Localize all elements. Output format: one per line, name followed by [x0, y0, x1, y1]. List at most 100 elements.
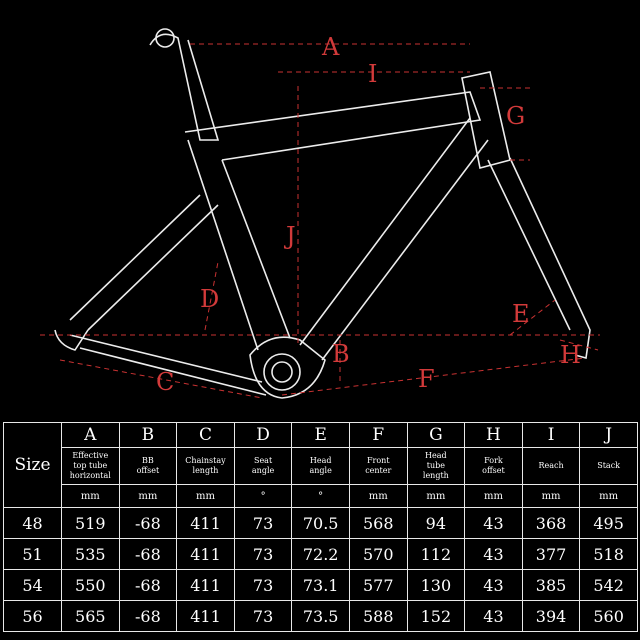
value-cell: 518 — [579, 538, 638, 570]
dimension-lines — [40, 43, 600, 399]
desc-line: top tube — [73, 461, 108, 470]
col-letter: G — [406, 422, 466, 448]
frame-geometry-diagram: A B C D E F G H I J — [40, 28, 600, 399]
col-desc: Front center — [348, 447, 408, 485]
label-f: F — [418, 365, 435, 393]
value-cell: 495 — [579, 507, 638, 539]
desc-line: offset — [482, 466, 505, 475]
value-cell: 542 — [579, 569, 638, 601]
header-unit-row: mm mm mm ° ° mm mm mm mm mm — [4, 484, 638, 508]
value-cell: 73 — [233, 569, 293, 601]
label-h: H — [560, 341, 581, 369]
label-i: I — [368, 60, 377, 88]
col-desc: BB offset — [118, 447, 178, 485]
value-cell: 550 — [61, 569, 120, 601]
col-letter: F — [348, 422, 408, 448]
value-cell: 73.1 — [291, 569, 350, 601]
col-desc: Stack — [579, 447, 638, 485]
desc-line: angle — [251, 466, 275, 475]
dimension-labels: A B C D E F G H I J — [156, 33, 581, 396]
desc-line: length — [192, 466, 219, 475]
size-cell: 54 — [3, 569, 62, 601]
col-letter: H — [464, 422, 523, 448]
value-cell: 152 — [406, 600, 466, 632]
col-desc: Chainstay length — [176, 447, 235, 485]
col-letter: D — [233, 422, 293, 448]
desc-line: Head — [425, 451, 447, 460]
value-cell: 385 — [521, 569, 581, 601]
size-cell: 56 — [3, 600, 62, 632]
value-cell: 43 — [464, 600, 523, 632]
col-desc: Head angle — [291, 447, 350, 485]
value-cell: 394 — [521, 600, 581, 632]
col-desc: Seat angle — [233, 447, 293, 485]
value-cell: 519 — [61, 507, 120, 539]
desc-line: Head — [309, 456, 332, 465]
col-unit: mm — [176, 484, 235, 508]
value-cell: 570 — [348, 538, 408, 570]
col-desc: Reach — [521, 447, 581, 485]
desc-line: Reach — [538, 461, 564, 470]
value-cell: 588 — [348, 600, 408, 632]
header-letter-row: Size A B C D E F G H I J — [3, 422, 638, 508]
desc-line: Chainstay — [185, 456, 226, 465]
col-unit: ° — [291, 484, 350, 508]
value-cell: 565 — [61, 600, 120, 632]
value-cell: -68 — [118, 600, 178, 632]
col-letter: E — [291, 422, 350, 448]
desc-line: Seat — [253, 456, 273, 465]
value-cell: -68 — [118, 569, 178, 601]
value-cell: 43 — [464, 538, 523, 570]
size-header: Size — [3, 422, 62, 508]
value-cell: 130 — [406, 569, 466, 601]
col-letter: A — [61, 422, 120, 448]
bike-frame-outline — [54, 28, 591, 399]
value-cell: 411 — [176, 569, 235, 601]
desc-line: center — [365, 466, 392, 475]
value-cell: 73 — [233, 538, 293, 570]
label-j: J — [283, 222, 296, 250]
value-cell: 43 — [464, 507, 523, 539]
value-cell: 411 — [176, 538, 235, 570]
desc-line: length — [422, 471, 449, 480]
col-unit: mm — [579, 484, 638, 508]
col-unit: mm — [406, 484, 466, 508]
desc-line: BB — [142, 456, 154, 465]
col-desc: Fork offset — [464, 447, 523, 485]
col-desc: Head tube length — [406, 447, 466, 485]
value-cell: 94 — [406, 507, 466, 539]
value-cell: 43 — [464, 569, 523, 601]
geometry-table: Size A B C D E F G H I J Effective top t… — [3, 422, 638, 632]
label-e: E — [512, 300, 530, 328]
value-cell: 411 — [176, 507, 235, 539]
col-unit: mm — [521, 484, 581, 508]
desc-line: offset — [136, 466, 160, 475]
label-d: D — [200, 285, 219, 313]
col-letter: B — [118, 422, 178, 448]
col-letter: J — [579, 422, 638, 448]
col-unit: mm — [118, 484, 178, 508]
value-cell: 560 — [579, 600, 638, 632]
value-cell: -68 — [118, 507, 178, 539]
value-cell: 73.5 — [291, 600, 350, 632]
label-c: C — [156, 368, 174, 396]
value-cell: 535 — [61, 538, 120, 570]
label-a: A — [321, 33, 340, 61]
col-desc: Effective top tube horizontal — [61, 447, 120, 485]
value-cell: -68 — [118, 538, 178, 570]
value-cell: 568 — [348, 507, 408, 539]
value-cell: 112 — [406, 538, 466, 570]
table-row: 51 535 -68 411 73 72.2 570 112 43 377 51… — [3, 538, 638, 570]
value-cell: 411 — [176, 600, 235, 632]
header-desc-row: Effective top tube horizontal BB offset … — [4, 447, 638, 485]
col-unit: mm — [464, 484, 523, 508]
desc-line: Front — [366, 456, 390, 465]
col-unit: ° — [233, 484, 293, 508]
value-cell: 73 — [233, 600, 293, 632]
desc-line: angle — [309, 466, 332, 475]
value-cell: 368 — [521, 507, 581, 539]
value-cell: 70.5 — [291, 507, 350, 539]
desc-line: horizontal — [69, 471, 111, 480]
size-cell: 48 — [3, 507, 62, 539]
col-letter: C — [176, 422, 235, 448]
